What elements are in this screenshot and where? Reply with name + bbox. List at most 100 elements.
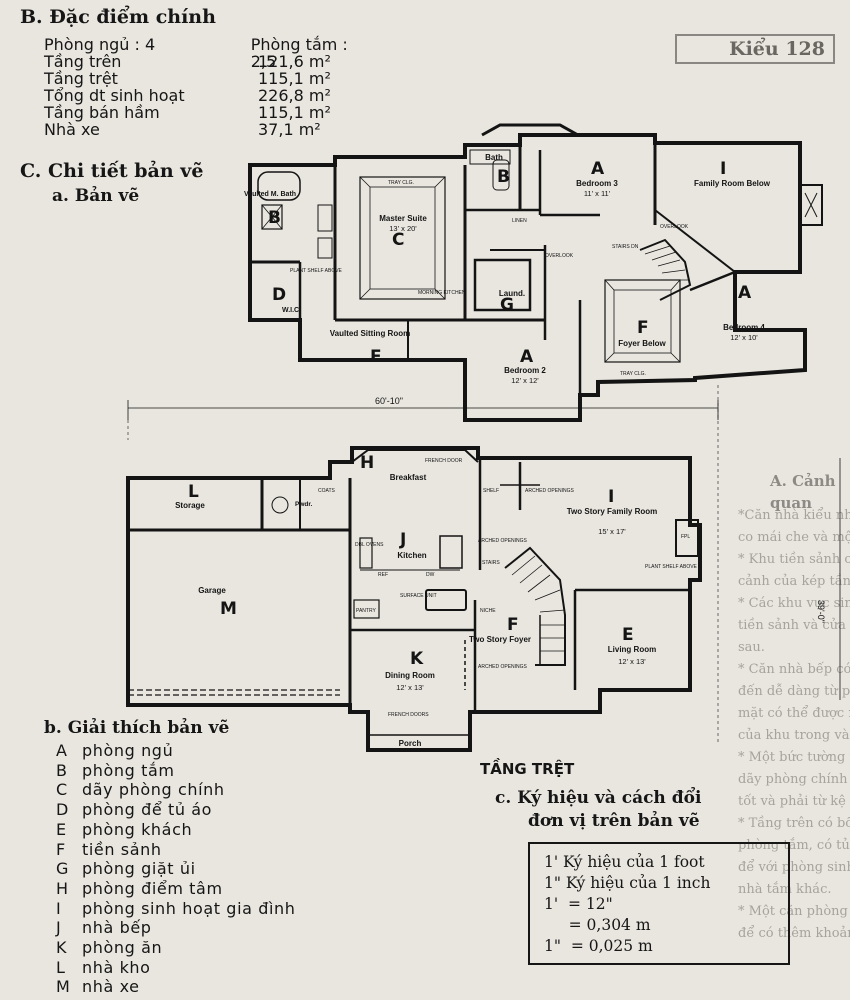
note-tray: TRAY CLG. — [620, 371, 646, 377]
room-name: Bedroom 2 — [504, 366, 546, 375]
note-plant-shelf: PLANT SHELF ABOVE — [290, 268, 343, 274]
background-line: * Căn nhà bếp có đảo rộng rãi cho bên ch… — [738, 662, 850, 677]
legend-desc: nhà kho — [82, 957, 151, 977]
room-dim: 12' x 10' — [730, 333, 758, 342]
background-line: tốt và phải từ kệ tùy ý. — [738, 794, 850, 809]
spec-label: Phòng ngủ : 4 — [44, 35, 156, 54]
room-name: Breakfast — [390, 473, 427, 482]
subsection-a-title: a. Bản vẽ — [52, 186, 140, 206]
units-subtitle: đơn vị trên bản vẽ — [528, 811, 700, 831]
room-letter: B — [268, 208, 281, 228]
room-dim: 11' x 11' — [584, 189, 611, 198]
room-name: Porch — [399, 739, 422, 748]
room-letter: L — [188, 482, 199, 502]
room-name: Vaulted M. Bath — [244, 191, 296, 198]
spec-value: 121,6 m² — [258, 52, 331, 71]
note-arched-openings: ARCHED OPENINGS — [525, 488, 575, 494]
note-french-door: FRENCH DOOR — [425, 458, 463, 464]
section-c-title: C. Chi tiết bản vẽ — [20, 160, 204, 182]
room-letter: D — [272, 285, 286, 305]
note-arched-openings: ARCHED OPENINGS — [478, 538, 528, 544]
legend-key: C — [56, 780, 68, 800]
legend-desc: phòng khách — [82, 819, 193, 839]
room-letter: A — [591, 159, 605, 179]
room-letter: E — [370, 347, 382, 367]
ground-depth-dim: 39'-0" — [816, 600, 826, 623]
legend-desc: phòng ngủ — [82, 741, 174, 760]
units-line: = 0,304 m — [544, 916, 651, 934]
units-line: 1" = 0,025 m — [544, 937, 653, 955]
background-line: tiền sảnh và cửa sổ dẫn ra ngoài nhìn ra… — [738, 618, 850, 633]
spec-label: Tầng bán hầm — [44, 103, 160, 122]
upper-width-dim: 60'-10" — [375, 396, 403, 406]
spec-row: Tầng bán hầm 115,1 m² — [44, 104, 374, 121]
legend-desc: phòng điểm tâm — [82, 878, 223, 898]
legend-desc: phòng để tủ áo — [82, 800, 213, 820]
room-name: Vaulted Sitting Room — [330, 329, 410, 338]
room-letter: M — [220, 599, 237, 619]
legend-desc: nhà xe — [82, 977, 140, 997]
room-name: Bedroom 3 — [576, 179, 618, 188]
room-name: Living Room — [608, 645, 656, 654]
room-name: Two Story Foyer — [469, 635, 531, 644]
note-tray: TRAY CLG. — [388, 180, 414, 186]
legend-desc: nhà bếp — [82, 918, 152, 938]
background-line: sau. — [738, 640, 765, 655]
room-name: Dining Room — [385, 671, 435, 680]
spec-label: Tầng trệt — [44, 69, 118, 88]
ground-floor-label: TẦNG TRỆT — [480, 760, 575, 778]
spec-label: Tổng dt sinh hoạt — [44, 86, 185, 105]
room-dim: 13' x 20' — [389, 224, 417, 233]
legend-key: A — [56, 741, 67, 760]
note-surface-unit: SURFACE UNIT — [400, 593, 437, 599]
room-letter: J — [399, 530, 406, 550]
room-letter: I — [720, 159, 726, 179]
room-dim: 12' x 13' — [396, 683, 424, 692]
legend-key: L — [56, 957, 65, 977]
ground-floor-outline — [126, 446, 702, 752]
room-letter: H — [360, 453, 374, 473]
legend-key: M — [56, 977, 70, 997]
background-line: của khu trong và ngoài nhà. — [738, 728, 850, 743]
units-line: 1' = 12" — [544, 895, 613, 913]
note-plant-shelf: PLANT SHELF ABOVE — [645, 564, 698, 570]
background-line: * Các khu vực sinh hoạt được thiết kế cả… — [738, 596, 850, 611]
legend-desc: tiền sảnh — [82, 839, 162, 859]
legend-title: b. Giải thích bản vẽ — [44, 718, 230, 738]
background-line: đến dễ dàng từ phòng sinh hoạt khi cửa m… — [738, 684, 850, 699]
legend-key: G — [56, 859, 69, 879]
legend-desc: phòng sinh hoạt gia đình — [82, 898, 296, 918]
note-shelf: SHELF — [483, 488, 499, 494]
spec-value: 37,1 m² — [258, 120, 321, 139]
units-line: 1" Ký hiệu của 1 inch — [544, 874, 711, 892]
legend-key: B — [56, 760, 67, 780]
legend-desc: phòng giặt ủi — [82, 859, 196, 879]
note-morning-kitchen: MORNING KITCHEN — [418, 290, 466, 296]
room-dim: 12' x 13' — [618, 657, 646, 666]
spec-value: 115,1 m² — [258, 103, 331, 122]
background-line: mặt có thể được mở rộng bàn ghế ngồi thê… — [738, 706, 850, 721]
room-dim: 15' x 17' — [598, 527, 626, 536]
note-coats: COATS — [318, 488, 336, 494]
room-name: Kitchen — [397, 551, 426, 560]
room-letter: A — [738, 283, 752, 303]
room-name: Two Story Family Room — [567, 507, 658, 516]
legend-key: E — [56, 819, 67, 839]
background-line: * Khu tiền sảnh chính, phòng sinh hoạt m… — [738, 552, 850, 567]
note-niche: NICHE — [480, 608, 496, 614]
legend-key: F — [56, 839, 66, 859]
room-name: Pwdr. — [295, 501, 313, 508]
units-line: 1' Ký hiệu của 1 foot — [544, 853, 705, 871]
background-line: co mái che và một lối vào nhà xe việc ph… — [738, 530, 850, 545]
room-name: Garage — [198, 586, 226, 595]
room-name: Foyer Below — [618, 339, 666, 348]
